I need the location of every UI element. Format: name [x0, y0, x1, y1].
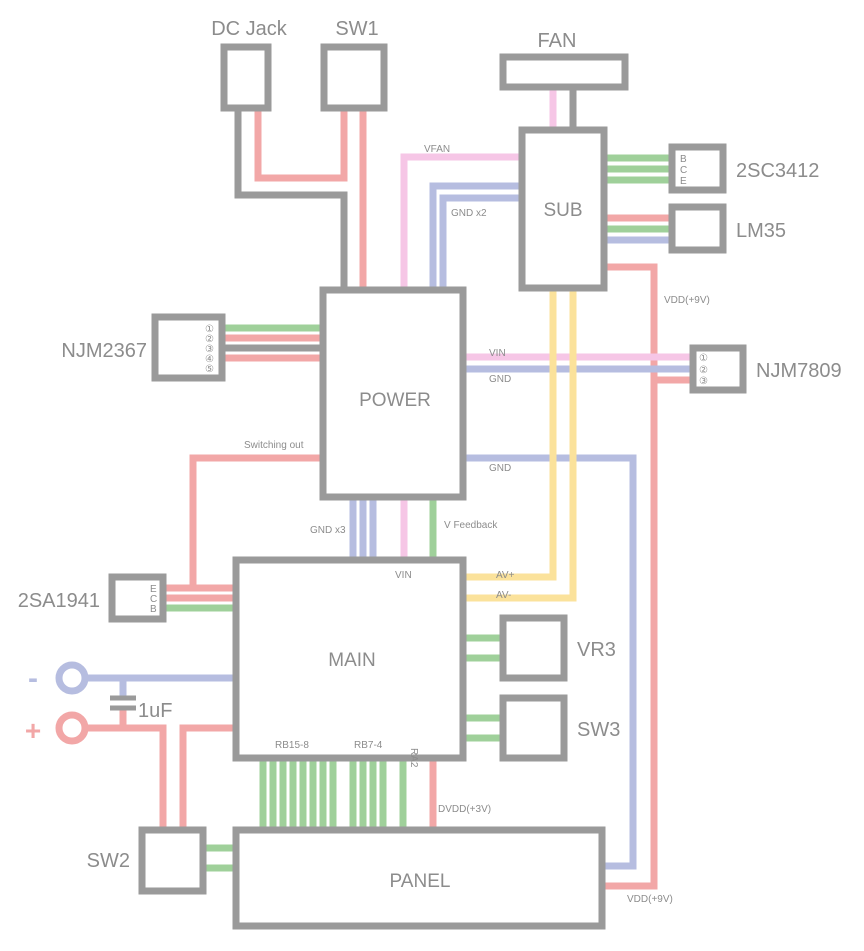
2sc3412-box	[668, 143, 727, 194]
pin-2sc3412-c: C	[680, 165, 687, 176]
wire-plus-input	[86, 724, 167, 830]
pin-njm2367-1: ①	[205, 324, 214, 335]
pin-2sa1941-c: C	[150, 594, 157, 605]
minus-sign: -	[28, 662, 38, 695]
net-rb15-8: RB15-8	[275, 740, 309, 751]
pin-njm7809-3: ③	[699, 376, 708, 387]
net-switching-out: Switching out	[244, 440, 304, 451]
minus-terminal	[55, 661, 89, 695]
pin-njm2367-4: ④	[205, 354, 214, 365]
dc-jack-box	[220, 43, 272, 112]
wire-dcjack-sw1	[254, 108, 348, 182]
net-vfan: VFAN	[424, 144, 450, 155]
net-v-feedback: V Feedback	[444, 520, 498, 531]
wire-vdd9v	[602, 263, 658, 890]
fan-box	[499, 53, 629, 91]
power-label: POWER	[359, 390, 431, 411]
pin-njm7809-2: ②	[699, 365, 708, 376]
pin-njm2367-5: ⑤	[205, 364, 214, 375]
bus-rb15-8	[259, 758, 337, 830]
njm7809-label: NJM7809	[756, 360, 842, 382]
wire-gnd-x2-a	[429, 182, 522, 290]
pin-2sa1941-e: E	[150, 584, 157, 595]
main-box	[232, 556, 467, 762]
wire-dcjack-gnd	[234, 108, 348, 290]
sw3-label: SW3	[577, 719, 620, 741]
panel-label: PANEL	[390, 871, 451, 892]
pin-njm7809-1: ①	[699, 353, 708, 364]
wire-gnd-x2-b	[439, 194, 522, 290]
plus-sign: +	[25, 715, 41, 746]
2sa1941-label: 2SA1941	[18, 590, 100, 612]
net-ra2: RA2	[408, 748, 419, 768]
wire-gnd-panel	[463, 454, 637, 870]
lm35-box	[668, 203, 727, 254]
power-box	[319, 286, 467, 501]
dc-jack-label: DC Jack	[211, 18, 288, 40]
panel-box	[232, 826, 606, 930]
njm7809-box	[689, 344, 747, 394]
sw3-box	[499, 694, 568, 762]
wire-switching-out	[189, 454, 323, 588]
net-av-minus: AV-	[496, 590, 511, 601]
wire-av-minus	[463, 288, 577, 602]
sw1-label: SW1	[335, 18, 378, 40]
lm35-label: LM35	[736, 220, 786, 242]
pin-2sc3412-e: E	[680, 176, 687, 187]
sub-label: SUB	[543, 200, 582, 221]
wire-av-plus	[463, 288, 557, 581]
vr3-box	[499, 614, 568, 682]
pin-njm2367-3: ③	[205, 344, 214, 355]
fan-label: FAN	[538, 30, 577, 52]
net-rb7-4: RB7-4	[354, 740, 383, 751]
net-dvdd: DVDD(+3V)	[438, 804, 491, 815]
net-gnd-x2: GND x2	[451, 208, 487, 219]
wire-vfan	[400, 153, 522, 290]
vr3-label: VR3	[577, 639, 616, 661]
net-vin-main: VIN	[395, 570, 412, 581]
net-vdd9v-bottom: VDD(+9V)	[627, 894, 673, 905]
net-gnd-x3: GND x3	[310, 525, 346, 536]
sub-box	[518, 126, 608, 292]
pin-njm2367-2: ②	[205, 334, 214, 345]
2sc3412-label: 2SC3412	[736, 160, 819, 182]
bus-rb7-4	[349, 758, 387, 830]
net-gnd-right: GND	[489, 374, 511, 385]
njm2367-box	[151, 313, 226, 382]
net-gnd-mid: GND	[489, 463, 511, 474]
2sa1941-box	[108, 573, 167, 623]
main-label: MAIN	[328, 650, 376, 671]
pin-2sc3412-b: B	[680, 154, 687, 165]
capacitor-label: 1uF	[138, 700, 172, 722]
net-vin-right: VIN	[489, 348, 506, 359]
sw2-label: SW2	[87, 850, 130, 872]
net-vdd9v-top: VDD(+9V)	[664, 295, 710, 306]
plus-terminal	[55, 711, 89, 745]
pin-2sa1941-b: B	[150, 604, 157, 615]
net-av-plus: AV+	[496, 570, 515, 581]
njm2367-label: NJM2367	[61, 340, 147, 362]
sw2-box	[138, 826, 207, 895]
wire-sw2-main	[179, 724, 236, 830]
sw1-box	[320, 43, 388, 112]
